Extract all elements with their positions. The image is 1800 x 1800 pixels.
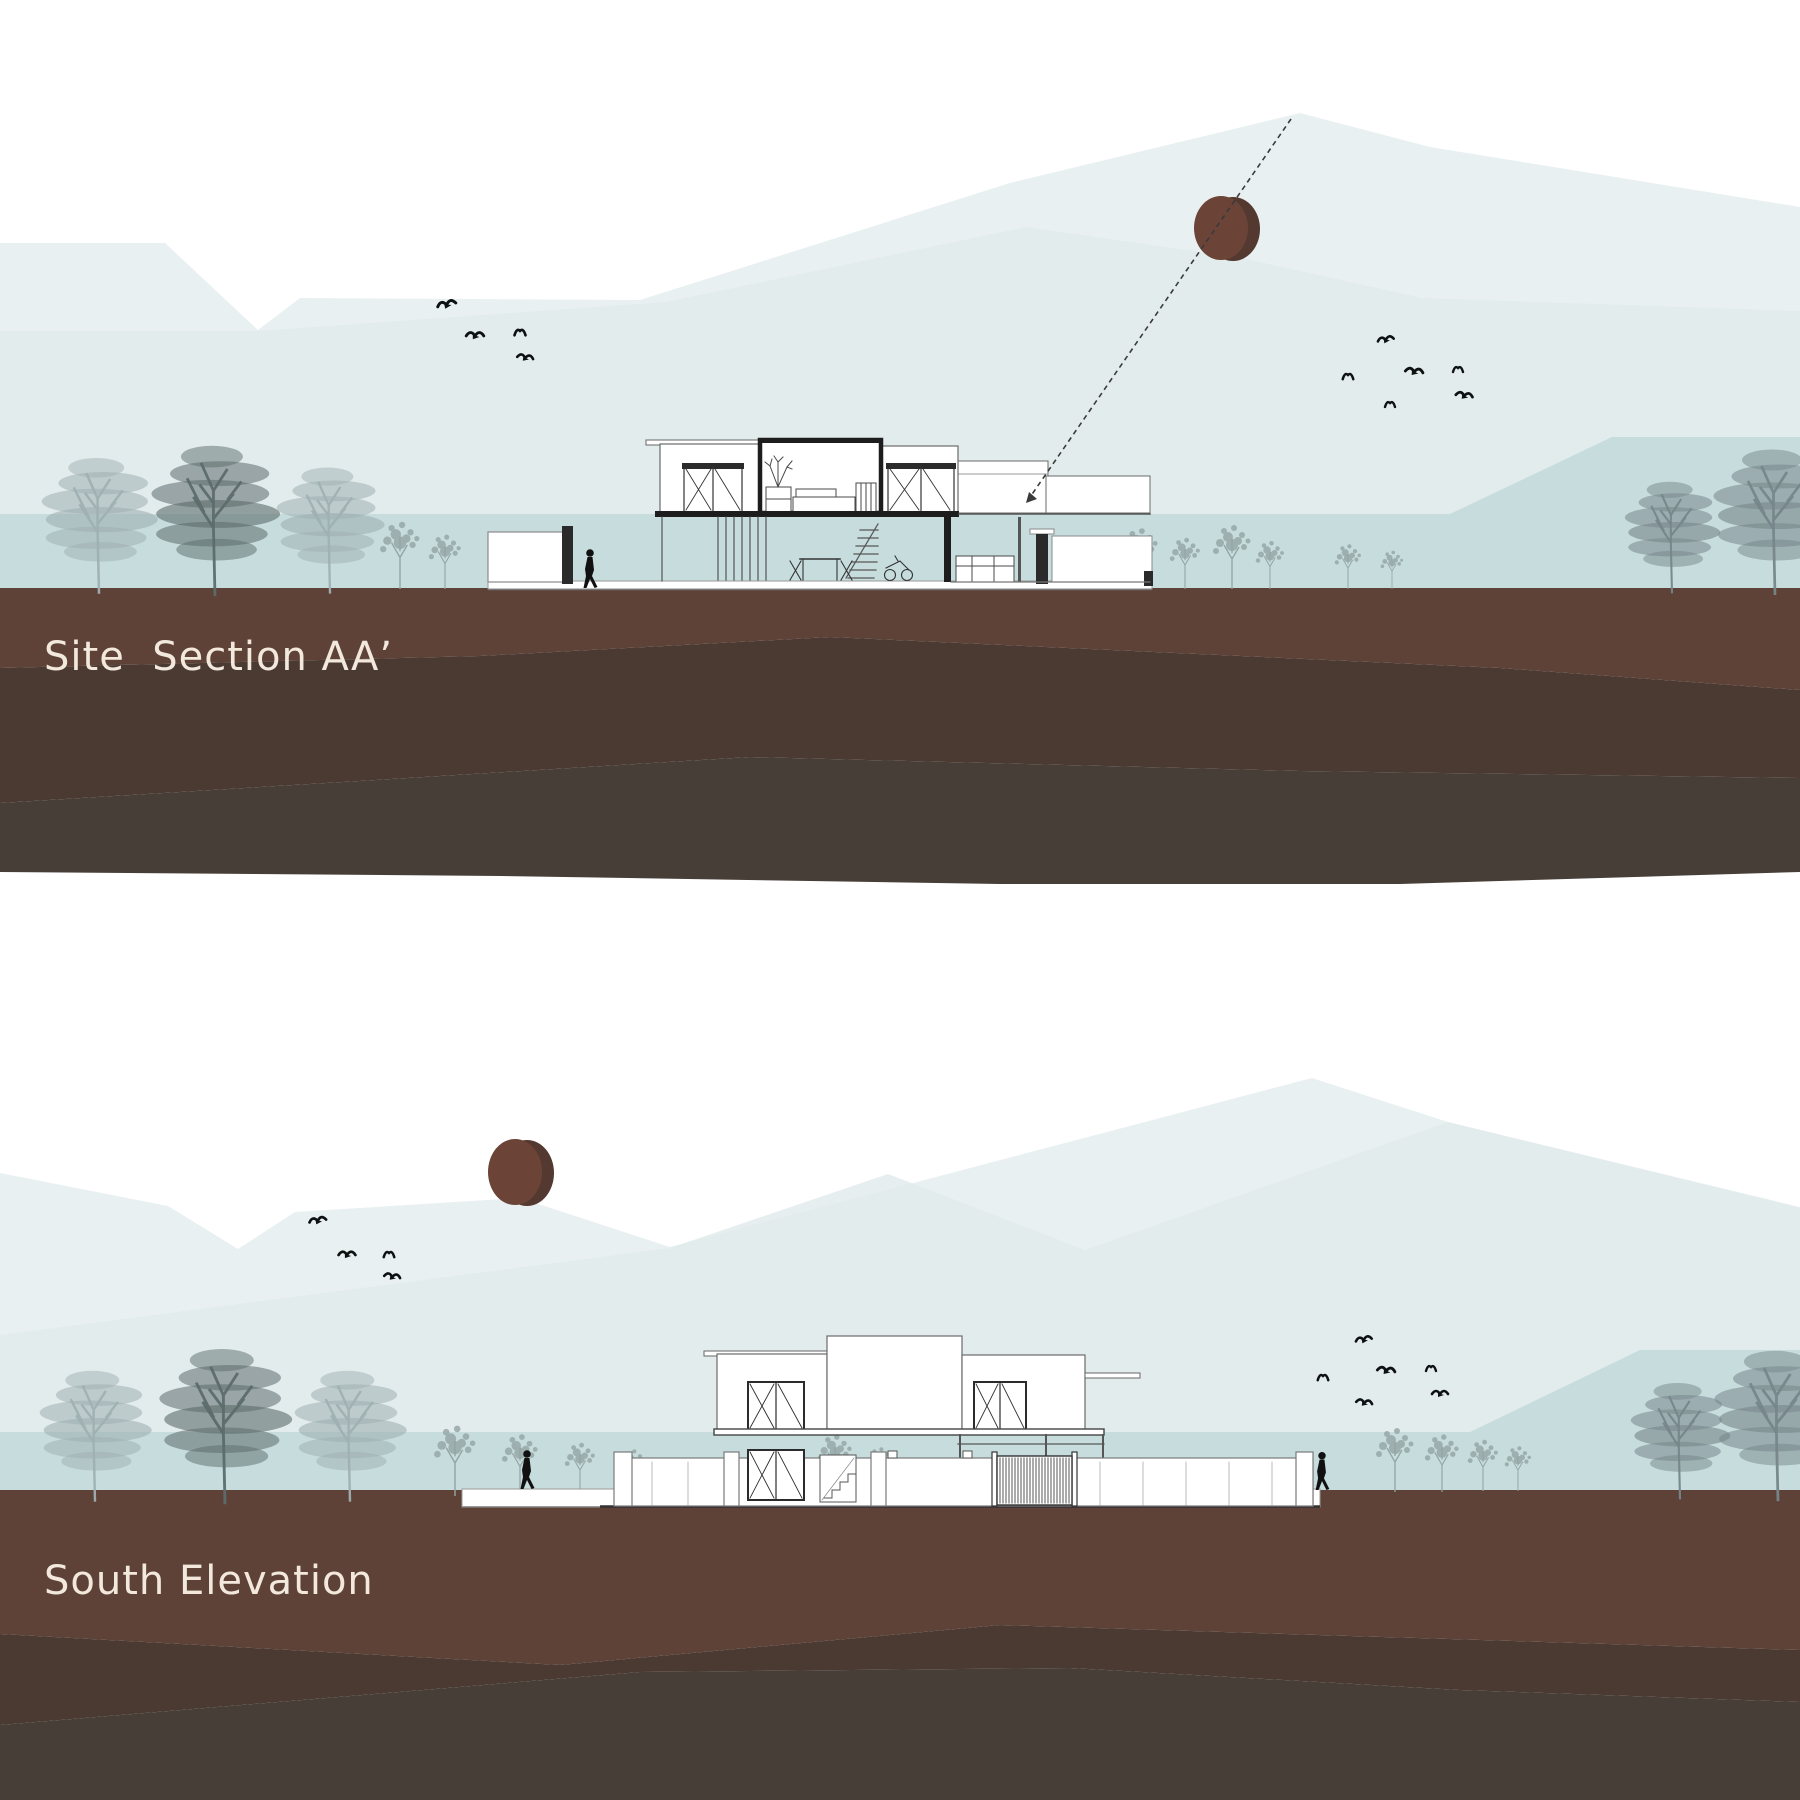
building-section [645, 437, 1151, 583]
window-upper-right [885, 463, 957, 514]
panel-site-section [0, 113, 1800, 884]
panel-title-south-elevation: South Elevation [44, 1558, 374, 1604]
ground-strata [0, 588, 1800, 884]
window-upper-left [747, 1381, 805, 1431]
sun [1194, 196, 1260, 261]
furniture-dining [789, 558, 853, 581]
building-elevation [613, 1335, 1314, 1507]
sun [488, 1139, 554, 1206]
ground-strata [0, 1490, 1800, 1800]
site-walls [487, 526, 1153, 591]
sky-inner-ridge [0, 1122, 1800, 1490]
compound-wall [613, 1451, 1314, 1507]
panel-south-elevation [0, 1078, 1800, 1800]
stair-glazing [819, 1454, 857, 1503]
slatted-gate [991, 1451, 1078, 1507]
panel-title-site-section: Site Section AA’ [44, 634, 394, 680]
scooter [883, 555, 914, 582]
sun-ray [1025, 118, 1292, 504]
sky-inner-ridge [0, 227, 1800, 588]
window-upper-right [973, 1381, 1027, 1431]
window-upper-left [681, 463, 745, 514]
window-ground [747, 1449, 805, 1501]
